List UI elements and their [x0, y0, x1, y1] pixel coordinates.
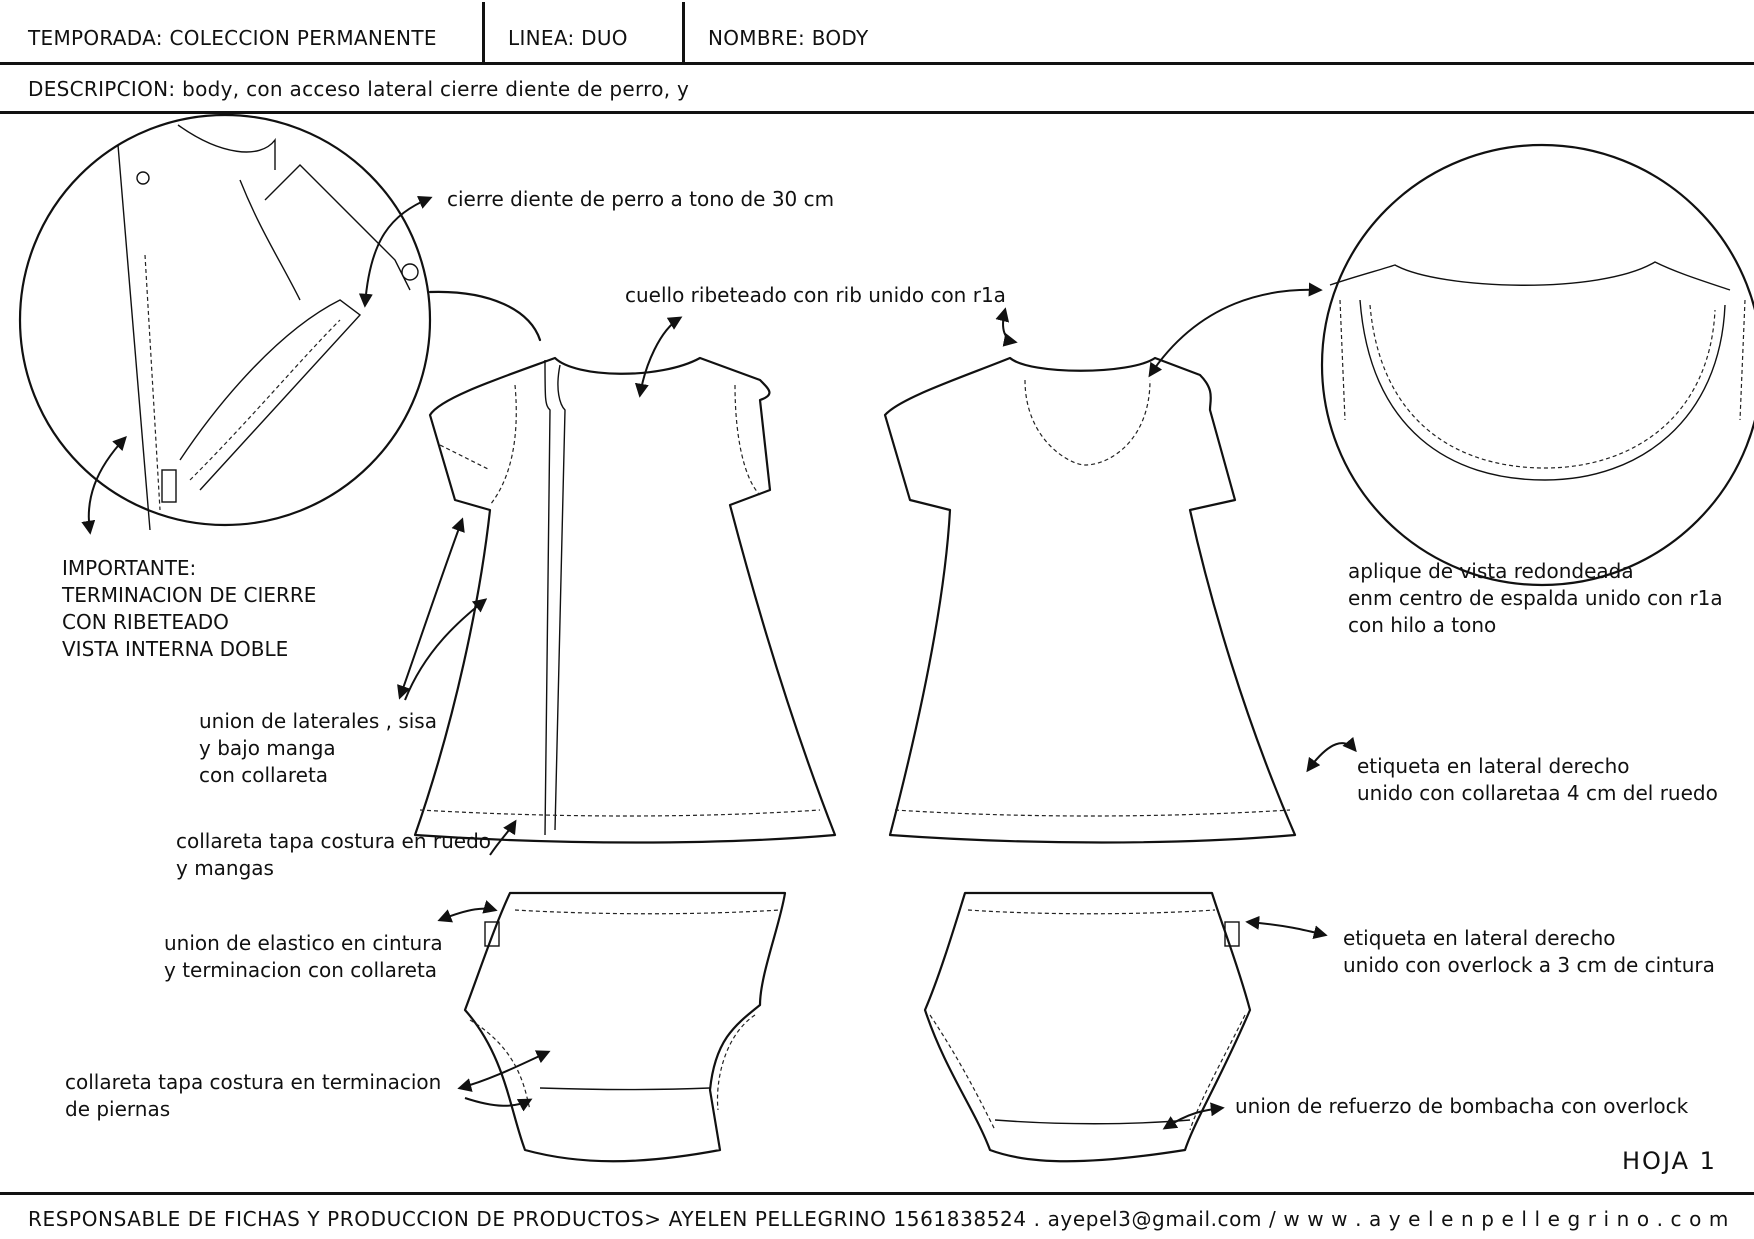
nombre-field: NOMBRE: BODY	[708, 26, 869, 50]
zipper-detail-circle-icon	[18, 113, 542, 531]
annotation-ruedo: collareta tapa costura en ruedo y mangas	[176, 829, 492, 880]
annotation-cuello: cuello ribeteado con rib unido con r1a	[625, 283, 1006, 307]
descripcion-field: DESCRIPCION: body, con acceso lateral ci…	[28, 77, 690, 101]
header-divider-2	[682, 2, 685, 62]
header-top-rule	[0, 62, 1754, 65]
annotation-refuerzo: union de refuerzo de bombacha con overlo…	[1235, 1094, 1689, 1118]
back-garment-icon	[883, 356, 1297, 844]
footer-rule	[0, 1192, 1754, 1195]
annotation-etiqueta-bombacha: etiqueta en lateral derecho unido con ov…	[1343, 926, 1715, 977]
bloomer-front-icon	[463, 891, 787, 1163]
annotation-importante: IMPORTANTE: TERMINACION DE CIERRE CON RI…	[62, 556, 317, 661]
annotation-cierre: cierre diente de perro a tono de 30 cm	[447, 187, 835, 211]
annotation-elastico: union de elastico en cintura y terminaci…	[164, 931, 443, 982]
annotation-laterales: union de laterales , sisa y bajo manga c…	[199, 709, 437, 787]
front-garment-icon	[413, 356, 837, 844]
header-divider-1	[482, 2, 485, 62]
neck-detail-circle-icon	[1320, 143, 1754, 587]
annotation-aplique: aplique de vista redondeada enm centro d…	[1348, 559, 1723, 637]
footer-credits: RESPONSABLE DE FICHAS Y PRODUCCION DE PR…	[28, 1207, 1729, 1231]
linea-field: LINEA: DUO	[508, 26, 628, 50]
annotation-piernas: collareta tapa costura en terminacion de…	[65, 1070, 442, 1121]
header-bottom-rule	[0, 111, 1754, 114]
temporada-field: TEMPORADA: COLECCION PERMANENTE	[28, 26, 437, 50]
page-label: HOJA 1	[1622, 1147, 1717, 1175]
annotation-etiqueta-body: etiqueta en lateral derecho unido con co…	[1357, 754, 1718, 805]
bloomer-back-icon	[923, 891, 1252, 1163]
